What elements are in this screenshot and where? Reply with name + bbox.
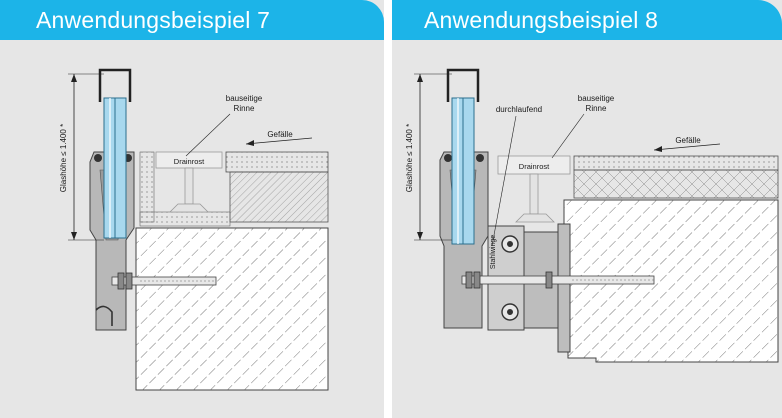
- continuous-label: durchlaufend: [496, 105, 542, 114]
- drain-channel: Drainrost: [155, 151, 223, 213]
- tee-profile-label: Stahlwinge: [490, 235, 497, 269]
- top-cap-profile: [98, 68, 132, 102]
- drain-channel: Drainrost: [497, 155, 571, 223]
- example-8-panel: Anwendungsbeispiel 8 Drainrost: [392, 0, 782, 418]
- glass-pane: [451, 97, 475, 245]
- glass-height-label: Glashöhe ≤ 1.400 *: [59, 124, 68, 192]
- concrete-slab: [135, 227, 329, 391]
- glass-pane: [103, 97, 127, 239]
- glass-height-dimension: Glashöhe ≤ 1.400 *: [59, 73, 104, 241]
- channel-label-line2: Rinne: [586, 104, 607, 113]
- anchor-bolt: [461, 271, 655, 289]
- continuous-leader-line: [491, 115, 517, 247]
- example-7-panel: Anwendungsbeispiel 7: [0, 0, 384, 418]
- example-8-title: Anwendungsbeispiel 8: [392, 0, 782, 40]
- slope-label: Gefälle: [675, 136, 701, 145]
- glass-height-label: Glashöhe ≤ 1.400 *: [405, 124, 414, 192]
- drain-label: Drainrost: [519, 162, 550, 171]
- slope-arrow: [653, 143, 721, 152]
- example-7-drawing: Drainrost: [59, 68, 329, 391]
- floor-buildup: [139, 151, 329, 227]
- channel-label-line2: Rinne: [234, 104, 255, 113]
- concrete-slab: [563, 199, 779, 363]
- channel-leader-line: [185, 113, 231, 157]
- glass-height-dimension: Glashöhe ≤ 1.400 *: [405, 73, 452, 241]
- example-8-drawing: Drainrost Stahlwinge: [405, 68, 779, 363]
- channel-leader-line: [551, 113, 585, 159]
- drain-label: Drainrost: [174, 157, 205, 166]
- anchor-bolt: [111, 272, 217, 290]
- slope-arrow: [245, 137, 313, 146]
- example-7-title: Anwendungsbeispiel 7: [0, 0, 384, 40]
- slope-label: Gefälle: [267, 130, 293, 139]
- top-cap-profile: [446, 68, 480, 102]
- steel-bracket: Stahlwinge: [487, 223, 571, 353]
- channel-label-line1: bauseitige: [578, 94, 615, 103]
- floor-buildup: [573, 155, 779, 199]
- channel-label-line1: bauseitige: [226, 94, 263, 103]
